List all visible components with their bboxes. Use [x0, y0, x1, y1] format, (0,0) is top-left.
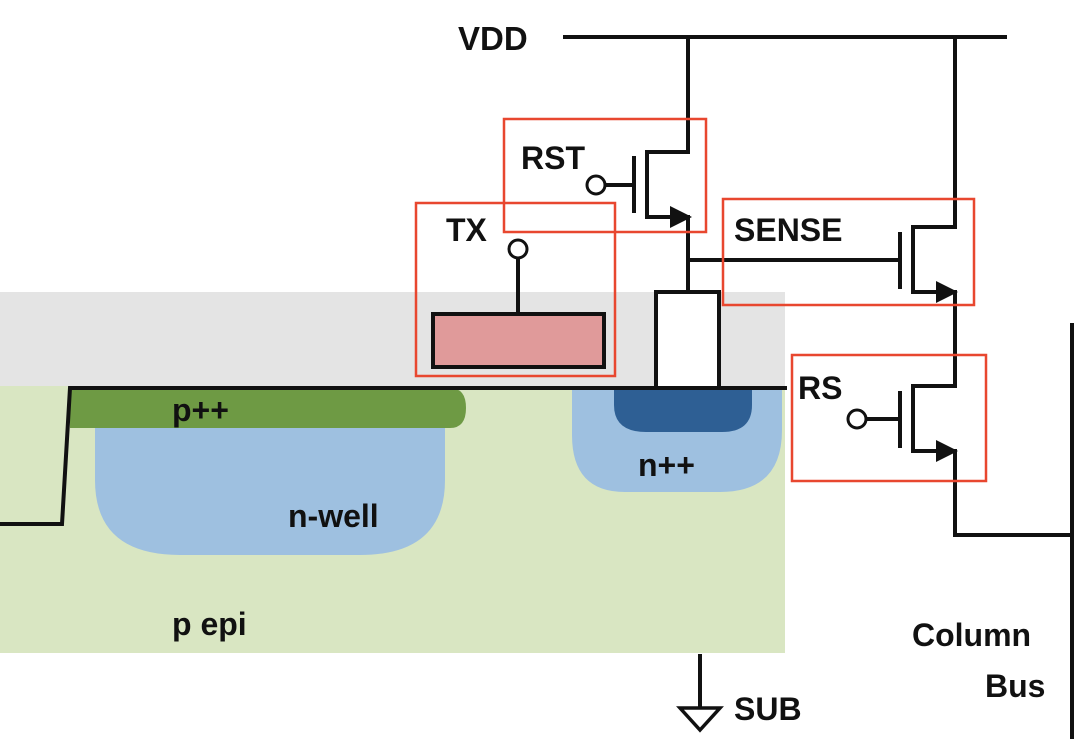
vdd-label: VDD — [458, 20, 528, 57]
tx-gate — [431, 312, 606, 369]
tx-label: TX — [446, 212, 488, 248]
ground-icon — [676, 706, 724, 733]
tx-terminal — [507, 238, 529, 260]
rst-highlight-box — [502, 117, 708, 234]
rst-label: RST — [521, 140, 585, 176]
rs-terminal — [846, 408, 868, 430]
n-plus-inner-region — [614, 388, 752, 432]
rst-arrow — [670, 206, 692, 228]
fd-contact — [654, 290, 721, 390]
sense-highlight-box — [721, 197, 976, 307]
p-plus-label: p++ — [172, 392, 229, 428]
column-label: Column — [912, 617, 1031, 653]
sense-label: SENSE — [734, 212, 842, 248]
n-well-label: n-well — [288, 498, 379, 534]
rs-arrow — [936, 440, 958, 462]
p-epi-label: p epi — [172, 606, 247, 642]
rs-source-stub — [911, 449, 1074, 537]
surface-line — [0, 386, 787, 526]
sense-arrow — [936, 281, 958, 303]
n-well-region — [95, 410, 445, 555]
rs-highlight-box — [790, 353, 988, 483]
n-plus-label: n++ — [638, 447, 695, 483]
rst-terminal — [585, 174, 607, 196]
tx-highlight-box — [414, 201, 617, 378]
p-plus-region — [70, 388, 466, 428]
bus-label: Bus — [985, 668, 1045, 704]
rs-label: RS — [798, 370, 842, 406]
sub-label: SUB — [734, 691, 802, 727]
